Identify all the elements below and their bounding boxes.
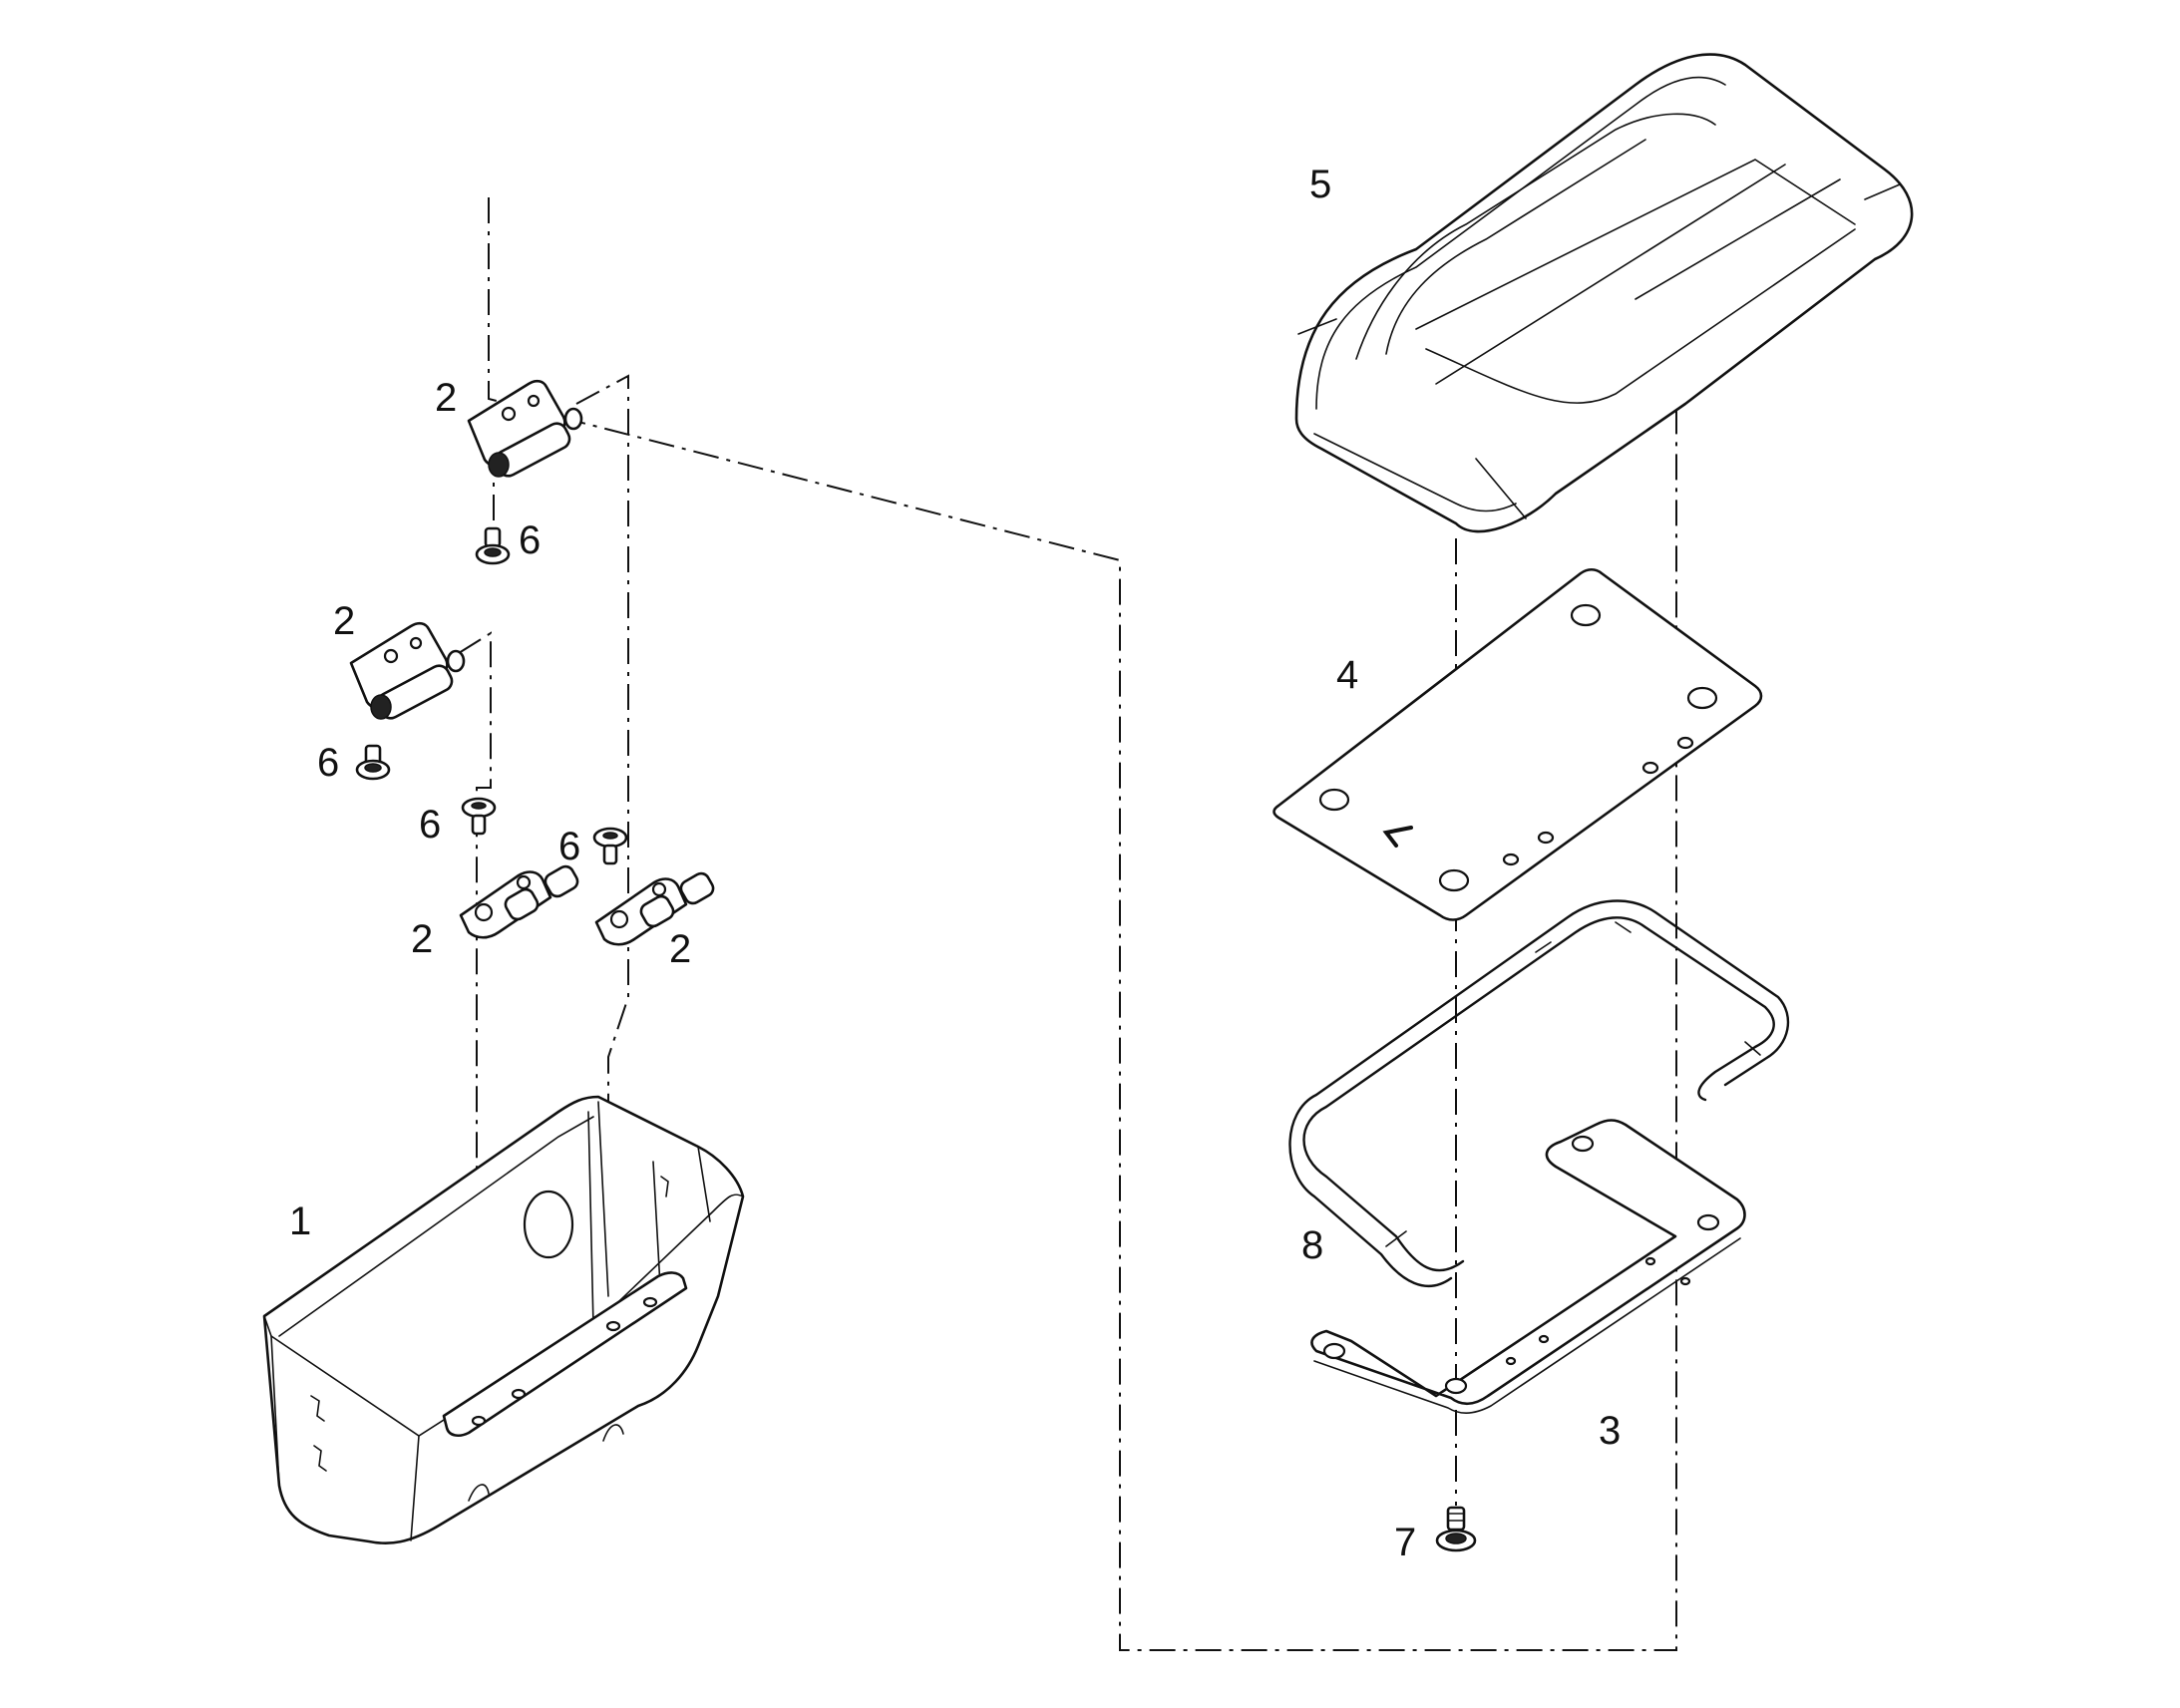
callout-label: 2	[333, 599, 355, 643]
plate-hole	[1641, 761, 1659, 775]
plate-hole	[1686, 686, 1718, 710]
frame-hole	[1505, 1356, 1517, 1366]
plate-hole	[1570, 603, 1602, 627]
leader-hinge-mid	[458, 631, 492, 1416]
arrow-mark	[1382, 826, 1413, 848]
frame-hole	[1696, 1213, 1720, 1231]
armrest-cushion	[1294, 53, 1914, 533]
frame-hole	[1571, 1135, 1595, 1153]
callout-label: 6	[317, 741, 339, 785]
screw-6-b	[355, 744, 391, 781]
storage-bin	[262, 1095, 745, 1544]
callout-label: 2	[411, 917, 433, 961]
screw-6-c	[461, 797, 497, 836]
base-frame	[1310, 1119, 1746, 1414]
hinge-top	[467, 379, 583, 478]
callout-label: 5	[1309, 163, 1331, 206]
callout-label: 2	[669, 927, 691, 971]
callout-label: 6	[419, 803, 441, 847]
plate-hole	[1676, 736, 1694, 750]
leader-hinge-to-frame	[488, 197, 1677, 1651]
frame-hole	[1538, 1334, 1550, 1344]
hinge-lower-left	[459, 864, 579, 939]
screw-bottom	[1435, 1506, 1477, 1552]
frame-hole	[1444, 1377, 1468, 1395]
callout-label: 6	[558, 825, 580, 868]
hinge-middle	[349, 621, 466, 720]
callout-labels: 1 2 2 2 2 3 4 5 6 6 6 6 7 8	[289, 163, 1621, 1564]
callout-label: 1	[289, 1199, 311, 1243]
callout-label: 2	[435, 376, 457, 420]
plate-hole	[1502, 853, 1520, 866]
plate-hole	[1318, 788, 1350, 812]
hinge-lower-right	[594, 871, 715, 946]
plate-hole	[1438, 868, 1470, 892]
callout-label: 3	[1599, 1409, 1621, 1453]
mounting-plate	[1272, 567, 1763, 921]
bin-round-opening	[523, 1190, 574, 1259]
frame-hole	[1679, 1276, 1691, 1286]
callout-label: 7	[1394, 1521, 1416, 1564]
callout-label: 6	[519, 518, 541, 562]
wire-bracket	[1288, 899, 1790, 1288]
callout-label: 8	[1301, 1223, 1323, 1267]
screw-6-a	[475, 526, 511, 565]
frame-hole	[1644, 1256, 1656, 1266]
plate-hole	[1537, 831, 1555, 845]
screw-6-d	[592, 827, 628, 865]
callout-label: 4	[1336, 653, 1358, 697]
frame-hole	[1322, 1342, 1346, 1360]
